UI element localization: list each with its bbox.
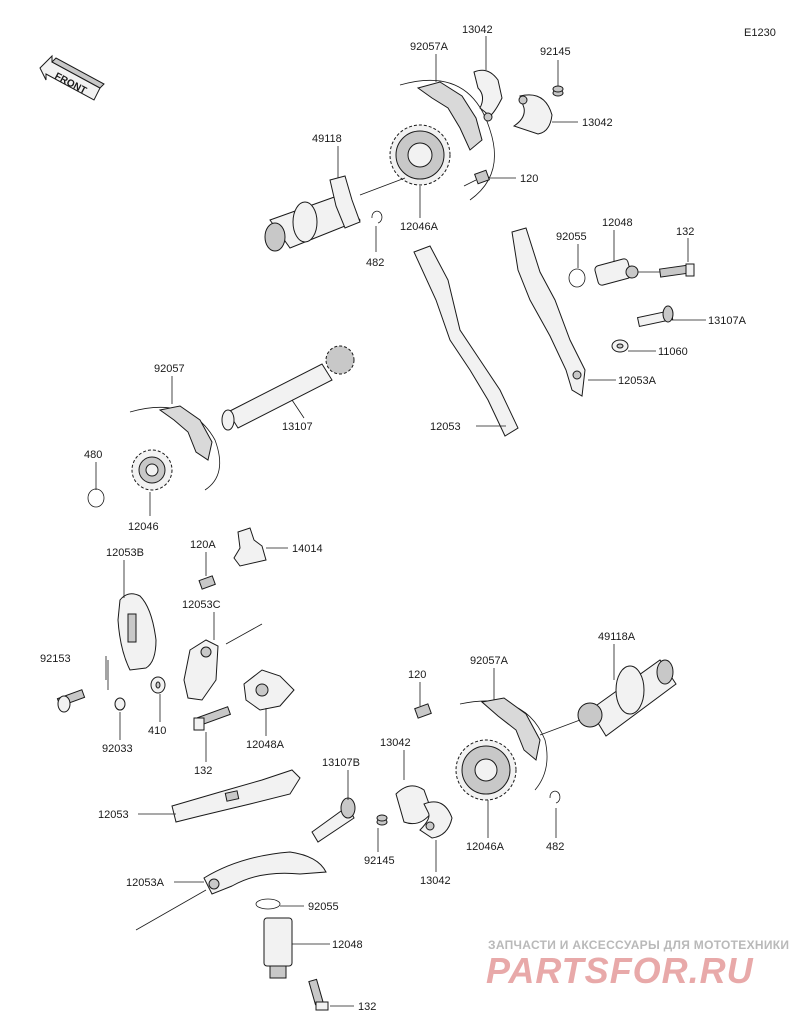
cam-chain-92057A-top (399, 79, 495, 201)
label-132-top: 132 (676, 226, 694, 238)
chain-guide-12053A-bottom (203, 851, 327, 895)
label-92033: 92033 (102, 743, 133, 755)
shaft-13107 (221, 345, 355, 431)
label-480: 480 (84, 449, 102, 461)
chain-guide-12053-top (413, 245, 519, 437)
label-49118A: 49118A (598, 631, 636, 643)
washer-11060 (611, 339, 629, 353)
label-12046A-bottom: 12046A (466, 841, 505, 853)
label-14014: 14014 (292, 543, 323, 555)
camshaft-49118A (539, 659, 677, 737)
label-92145-top: 92145 (540, 46, 571, 58)
label-12048-top: 12048 (602, 217, 633, 229)
cam-chain-92057A-bottom (459, 697, 548, 791)
washer-410 (150, 676, 166, 694)
plug-92033 (114, 697, 126, 711)
sprocket-12046A-top (389, 124, 451, 186)
label-132-mid: 132 (194, 765, 212, 777)
bolt-13107A (636, 305, 674, 328)
leader-lines (95, 36, 706, 1007)
label-92057A-top: 92057A (410, 41, 449, 53)
plate-14014 (233, 527, 267, 567)
bolt-92153 (56, 689, 86, 713)
label-482-top: 482 (366, 257, 384, 269)
label-132-bottom: 132 (358, 1001, 376, 1013)
label-13107: 13107 (282, 421, 313, 433)
label-92153: 92153 (40, 653, 71, 665)
tensioner-12048A (243, 669, 295, 711)
bolt-132-mid (193, 706, 232, 731)
o-ring-92055-bottom (255, 898, 281, 910)
o-ring-92055-top (568, 268, 586, 288)
label-12053C: 12053C (182, 599, 221, 611)
label-120A: 120A (190, 539, 216, 551)
label-12048A: 12048A (246, 739, 285, 751)
label-13042-bottom-1: 13042 (380, 737, 411, 749)
compression-release-13042-top (473, 69, 553, 135)
label-482-bottom: 482 (546, 841, 564, 853)
label-12046A-top: 12046A (400, 221, 439, 233)
chain-guide-12053B (117, 593, 157, 671)
part-labels: 92057A 13042 92145 13042 49118 120 12046… (40, 24, 747, 1013)
cam-chain-92057 (129, 405, 221, 491)
bolt-132-top (659, 263, 695, 278)
label-13107A: 13107A (708, 315, 747, 327)
spring-92145-top (552, 85, 564, 97)
chain-guide-12053-bottom (171, 769, 301, 823)
label-92145-bottom: 92145 (364, 855, 395, 867)
label-120-top: 120 (520, 173, 538, 185)
label-410: 410 (148, 725, 166, 737)
sprocket-12046A-bottom (455, 739, 517, 801)
label-12053-bottom: 12053 (98, 809, 129, 821)
spring-92145-bottom (376, 814, 388, 826)
label-13042-right: 13042 (582, 117, 613, 129)
label-12048-bottom: 12048 (332, 939, 363, 951)
front-arrow-icon: FRONT (39, 54, 105, 101)
label-12053-top: 12053 (430, 421, 461, 433)
tensioner-12048-bottom (263, 917, 293, 979)
label-12046: 12046 (128, 521, 159, 533)
bolt-120A (198, 575, 216, 590)
tensioner-12048-top (594, 258, 660, 286)
label-13042-top: 13042 (462, 24, 493, 36)
label-12053A-top: 12053A (618, 375, 657, 387)
diagram-code: E1230 (744, 27, 776, 39)
shaft-13107B (311, 797, 356, 843)
circlip-482-top (371, 210, 383, 224)
label-92057A-bottom: 92057A (470, 655, 509, 667)
bolt-132-bottom (308, 978, 329, 1011)
chain-guide-12053A-top (511, 227, 586, 397)
watermark-logo: PARTSFOR.RU (486, 950, 754, 991)
label-92057: 92057 (154, 363, 185, 375)
ring-480 (87, 488, 105, 508)
label-92055-top: 92055 (556, 231, 587, 243)
label-11060: 11060 (658, 346, 688, 358)
camshaft-49118 (264, 175, 406, 252)
label-12053A-bottom: 12053A (126, 877, 165, 889)
bolt-120-bottom (414, 703, 432, 719)
label-12053B: 12053B (106, 547, 144, 559)
label-13042-bottom-2: 13042 (420, 875, 451, 887)
watermark-tagline: ЗАПЧАСТИ И АКСЕССУАРЫ ДЛЯ МОТОТЕХНИКИ (488, 938, 790, 952)
label-49118: 49118 (312, 133, 342, 145)
label-13107B: 13107B (322, 757, 360, 769)
bolt-120-top (463, 169, 490, 187)
compression-release-13042-bottom (395, 785, 453, 839)
label-92055-bottom: 92055 (308, 901, 339, 913)
label-120-bottom: 120 (408, 669, 426, 681)
bracket-12053C (183, 639, 219, 701)
sprocket-12046 (131, 449, 173, 491)
circlip-482-bottom (549, 790, 561, 804)
